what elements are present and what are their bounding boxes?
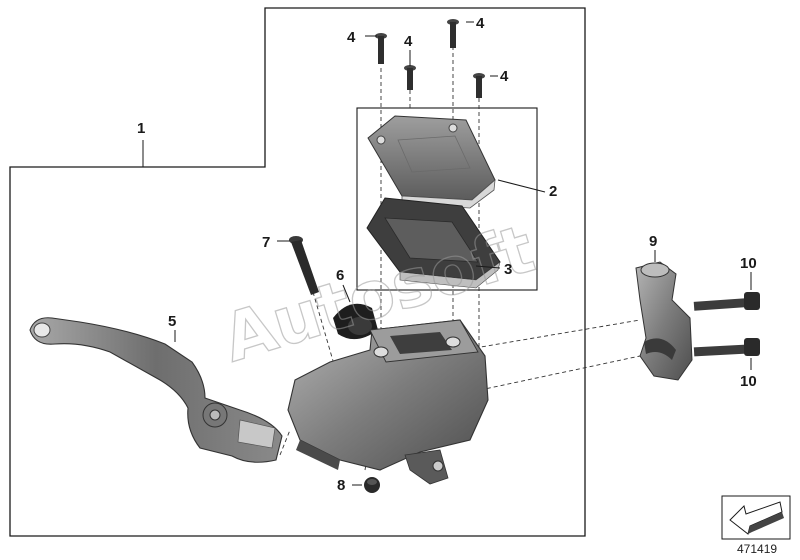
callout-4c: 4 xyxy=(404,33,413,50)
lever-pivot-pin xyxy=(289,236,319,295)
clamp-bolt-upper xyxy=(693,292,760,311)
callout-leaders xyxy=(142,21,752,486)
callout-8: 8 xyxy=(337,477,345,494)
callout-6: 6 xyxy=(336,267,344,284)
callout-2: 2 xyxy=(549,183,557,200)
callout-9: 9 xyxy=(649,233,657,250)
callout-10a: 10 xyxy=(740,255,757,272)
diagram-id: 471419 xyxy=(737,542,777,556)
callout-7: 7 xyxy=(262,234,270,251)
grommet xyxy=(364,477,380,493)
cap-screw-3 xyxy=(404,65,416,90)
callout-5: 5 xyxy=(168,313,176,330)
brake-lever xyxy=(29,317,283,463)
reservoir-subframe xyxy=(356,107,538,291)
assembly-frame xyxy=(9,7,586,537)
reservoir-diaphragm xyxy=(366,197,501,289)
callout-10b: 10 xyxy=(740,373,757,390)
clamp-bolt-lower xyxy=(693,338,760,357)
reservoir-cap xyxy=(367,115,496,209)
forward-arrow-icon xyxy=(721,495,791,540)
callout-4b: 4 xyxy=(476,15,485,32)
master-cylinder-body xyxy=(287,319,489,485)
callout-3: 3 xyxy=(504,261,512,278)
callout-4a: 4 xyxy=(347,29,356,46)
cap-screw-4 xyxy=(473,73,485,98)
callout-1: 1 xyxy=(137,120,145,137)
callout-4d: 4 xyxy=(500,68,509,85)
rubber-boot xyxy=(333,303,378,340)
handlebar-clamp xyxy=(635,261,693,381)
cap-screw-1 xyxy=(375,33,387,64)
cap-screw-2 xyxy=(447,19,459,48)
